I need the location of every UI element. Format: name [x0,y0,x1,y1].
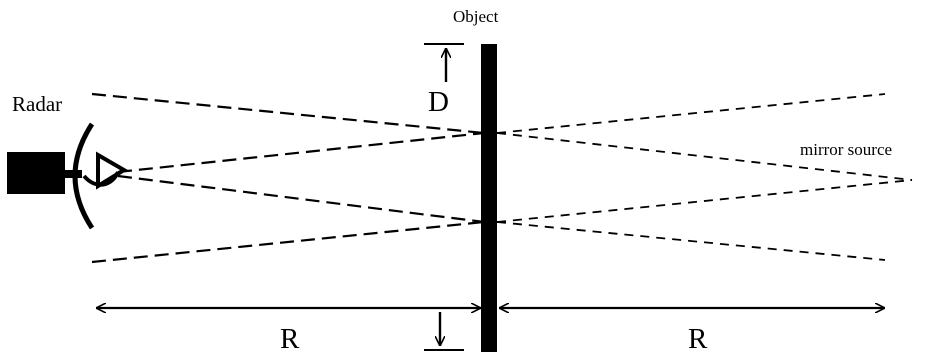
radar-label: Radar [12,92,62,116]
r-left-label: R [280,323,300,354]
mirror-source-label: mirror source [800,140,892,159]
mirror-rays [496,93,913,261]
radar-antenna-icon [7,122,128,230]
object-label: Object [453,7,499,26]
object-wall [481,44,497,352]
radar-rays [91,92,485,264]
d-label: D [428,86,449,118]
r-right-label: R [688,323,708,354]
d-dimension [424,43,464,351]
